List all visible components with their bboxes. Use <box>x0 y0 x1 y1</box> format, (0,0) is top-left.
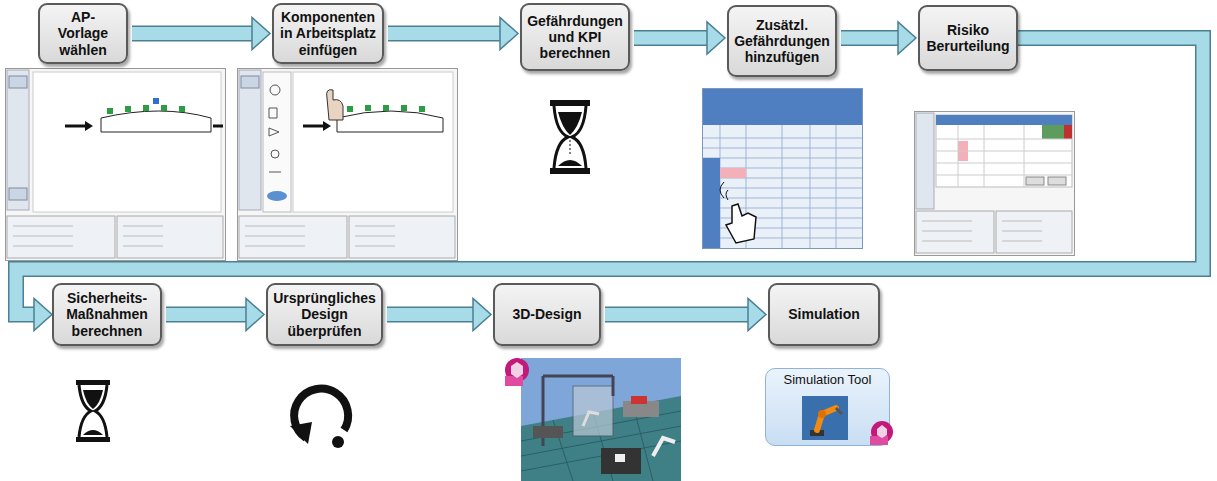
flow-arrow <box>166 299 264 331</box>
box-label: Zusätzl. Gefährdungen hinzufügen <box>734 17 830 65</box>
process-box: Simulation <box>768 283 880 346</box>
flow-arrow <box>132 18 270 50</box>
box-label: Risiko Berurteilung <box>926 22 1010 54</box>
hazard-table <box>702 88 864 258</box>
box-label: Gefährdungen und KPI berechnen <box>527 13 623 61</box>
software-screenshot <box>237 68 458 261</box>
flow-arrow <box>634 22 725 54</box>
software-screenshot <box>914 111 1076 257</box>
process-box: 3D-Design <box>493 283 601 346</box>
box-label: Simulation <box>788 306 860 322</box>
review-cycle-icon <box>286 382 358 454</box>
flow-arrow <box>841 22 916 54</box>
process-box: Komponenten in Arbeitsplatz einfügen <box>272 3 384 64</box>
box-label: AP-Vorlage wählen <box>46 9 120 57</box>
box-label: Ursprüngliches Design überprüfen <box>273 290 376 338</box>
flow-arrow <box>16 38 1203 331</box>
process-box: Gefährdungen und KPI berechnen <box>520 3 630 71</box>
process-box: Risiko Berurteilung <box>918 5 1018 71</box>
box-label: Simulation Tool <box>784 373 872 388</box>
3d-layout-render <box>503 356 683 481</box>
flow-arrow <box>605 299 766 331</box>
flow-arrow <box>388 18 518 50</box>
process-box: AP-Vorlage wählen <box>38 3 128 64</box>
software-screenshot <box>5 68 226 261</box>
box-label: 3D-Design <box>512 306 581 322</box>
box-label: Komponenten in Arbeitsplatz einfügen <box>280 9 376 57</box>
process-box: Zusätzl. Gefährdungen hinzufügen <box>727 5 837 77</box>
hourglass-icon <box>74 378 112 444</box>
hourglass-icon <box>548 98 592 176</box>
process-box: Ursprüngliches Design überprüfen <box>266 283 383 346</box>
flow-arrow <box>387 299 491 331</box>
box-label: Sicherheits-Maßnahmen berechnen <box>60 290 154 338</box>
process-box: Sicherheits-Maßnahmen berechnen <box>52 283 162 346</box>
robot-icon <box>800 396 900 446</box>
